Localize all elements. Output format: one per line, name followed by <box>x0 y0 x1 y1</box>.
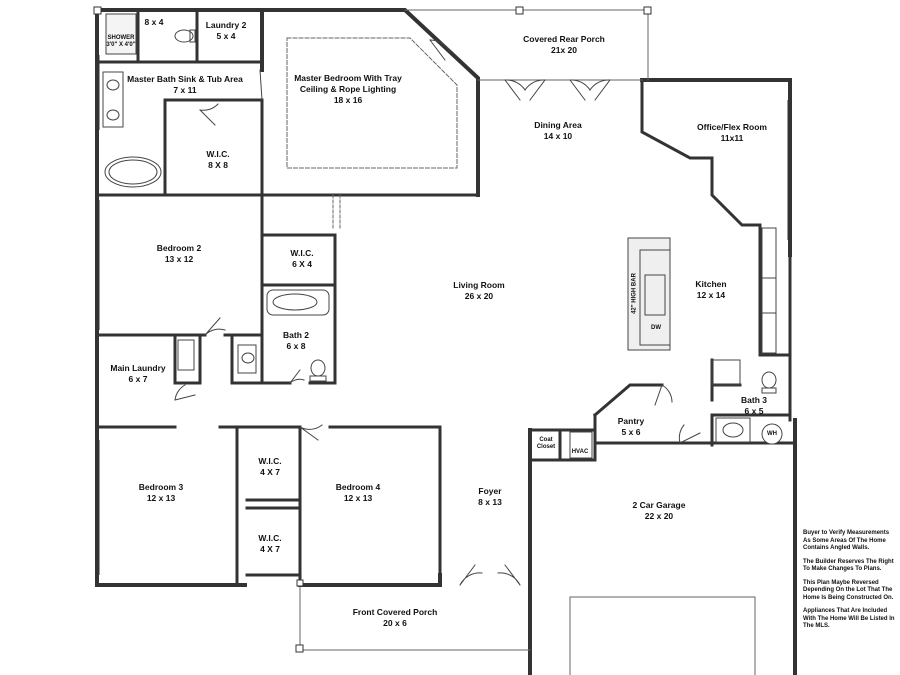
coat-closet-line2: Closet <box>536 444 556 450</box>
plan-notes: Buyer to Verify Measurements As Some Are… <box>803 530 898 637</box>
note-item: The Builder Reserves The Right To Make C… <box>803 558 894 573</box>
room-name: W.I.C. <box>206 149 230 159</box>
room-size: 6 x 5 <box>744 406 764 416</box>
room-name: Dining Area <box>534 120 582 130</box>
room-size: 14 x 10 <box>543 131 573 141</box>
room-size: 13 x 12 <box>164 254 194 264</box>
room-name: W.I.C. <box>258 533 282 543</box>
room-name: 2 Car Garage <box>632 500 686 510</box>
room-bedroom-2: Bedroom 2 13 x 12 <box>157 243 201 265</box>
room-size: 12 x 13 <box>146 493 176 503</box>
shower-size: 3'0" X 4'0" <box>106 42 136 48</box>
room-size: 18 x 16 <box>333 95 363 105</box>
note-item: Buyer to Verify Measurements As Some Are… <box>803 530 890 551</box>
room-size: 20 x 6 <box>383 618 407 628</box>
room-laundry-2: Laundry 2 5 x 4 <box>206 20 247 42</box>
room-name: Master Bath Sink & Tub Area <box>127 74 243 84</box>
room-size: 21x 20 <box>550 45 577 55</box>
room-size: 12 x 13 <box>343 493 373 503</box>
room-size: 5 x 6 <box>621 427 641 437</box>
wh-text: WH <box>767 431 777 437</box>
room-wic-b: W.I.C. 4 X 7 <box>258 533 281 555</box>
fixtures <box>102 13 783 459</box>
room-size: 4 X 7 <box>260 467 280 477</box>
bar-label: 42" HIGH BAR <box>632 273 639 314</box>
room-bath-3: Bath 3 6 x 5 <box>741 395 767 417</box>
room-size: 11x11 <box>720 133 744 143</box>
room-main-laundry: Main Laundry 6 x 7 <box>110 363 165 385</box>
room-front-porch: Front Covered Porch 20 x 6 <box>353 607 438 629</box>
room-name-line1: Master Bedroom With Tray <box>294 73 402 83</box>
door-swings <box>174 39 701 586</box>
room-name: Main Laundry <box>110 363 166 373</box>
room-name: Kitchen <box>695 279 727 289</box>
room-wic-a: W.I.C. 4 X 7 <box>258 456 281 478</box>
hvac-label: HVAC <box>572 449 589 456</box>
room-name: W.I.C. <box>258 456 282 466</box>
room-name: Front Covered Porch <box>352 607 438 617</box>
light-lines <box>286 9 756 675</box>
coat-closet-line1: Coat <box>539 437 553 443</box>
room-size: 22 x 20 <box>644 511 674 521</box>
room-name: Bath 2 <box>283 330 309 340</box>
room-size: 6 x 7 <box>128 374 148 384</box>
room-kitchen: Kitchen 12 x 14 <box>695 279 726 301</box>
room-name: Bedroom 2 <box>156 243 202 253</box>
shower-name: SHOWER <box>107 35 135 41</box>
window-marks <box>98 55 789 575</box>
room-name: Living Room <box>453 280 505 290</box>
coat-closet-label: Coat Closet <box>537 437 555 451</box>
room-master-wic: W.I.C. 8 X 8 <box>206 149 229 171</box>
room-bedroom-3: Bedroom 3 12 x 13 <box>139 482 183 504</box>
room-size: 7 x 11 <box>173 85 197 95</box>
room-name: Bath 3 <box>741 395 767 405</box>
room-size: 6 x 8 <box>286 341 306 351</box>
dishwasher-label: DW <box>651 325 661 332</box>
room-master-bedroom: Master Bedroom With Tray Ceiling & Rope … <box>294 73 402 106</box>
room-size: 8 x 13 <box>478 497 502 507</box>
room-bath-8x4: 8 x 4 <box>145 17 164 28</box>
room-office: Office/Flex Room 11x11 <box>697 122 767 144</box>
shower-label: SHOWER 3'0" X 4'0" <box>106 35 135 49</box>
exterior-walls <box>95 8 797 675</box>
room-pantry: Pantry 5 x 6 <box>618 416 644 438</box>
room-size: 12 x 14 <box>696 290 726 300</box>
dw-text: DW <box>651 325 661 331</box>
room-name: Bedroom 3 <box>138 482 184 492</box>
room-foyer: Foyer 8 x 13 <box>478 486 502 508</box>
room-size: 8 x 4 <box>144 17 164 27</box>
water-heater-label: WH <box>767 431 777 438</box>
room-master-bath: Master Bath Sink & Tub Area 7 x 11 <box>127 74 243 96</box>
room-size: 6 X 4 <box>292 259 312 269</box>
bar-text: 42" HIGH BAR <box>631 273 638 314</box>
room-size: 4 X 7 <box>260 544 280 554</box>
room-covered-rear-porch: Covered Rear Porch 21x 20 <box>523 34 605 56</box>
room-name: Office/Flex Room <box>697 122 767 132</box>
room-name: Covered Rear Porch <box>523 34 605 44</box>
porch-posts <box>93 6 652 653</box>
room-name-line2: Ceiling & Rope Lighting <box>299 84 397 94</box>
room-size: 5 x 4 <box>216 31 236 41</box>
room-size: 26 x 20 <box>464 291 494 301</box>
room-size: 8 X 8 <box>208 160 228 170</box>
room-bath-2: Bath 2 6 x 8 <box>283 330 309 352</box>
room-bedroom-4: Bedroom 4 12 x 13 <box>336 482 380 504</box>
room-name: Bedroom 4 <box>335 482 381 492</box>
note-item: Appliances That Are Included With The Ho… <box>803 608 895 629</box>
room-name: W.I.C. <box>290 248 314 258</box>
room-garage: 2 Car Garage 22 x 20 <box>633 500 686 522</box>
room-name: Pantry <box>617 416 645 426</box>
room-wic-6x4: W.I.C. 6 X 4 <box>290 248 313 270</box>
note-item: This Plan Maybe Reversed Depending On th… <box>803 579 894 601</box>
interior-walls <box>95 10 797 587</box>
room-dining-area: Dining Area 14 x 10 <box>534 120 581 142</box>
hvac-text: HVAC <box>571 449 589 455</box>
room-name: Foyer <box>478 486 502 496</box>
room-name: Laundry 2 <box>205 20 247 30</box>
room-living-room: Living Room 26 x 20 <box>453 280 504 302</box>
